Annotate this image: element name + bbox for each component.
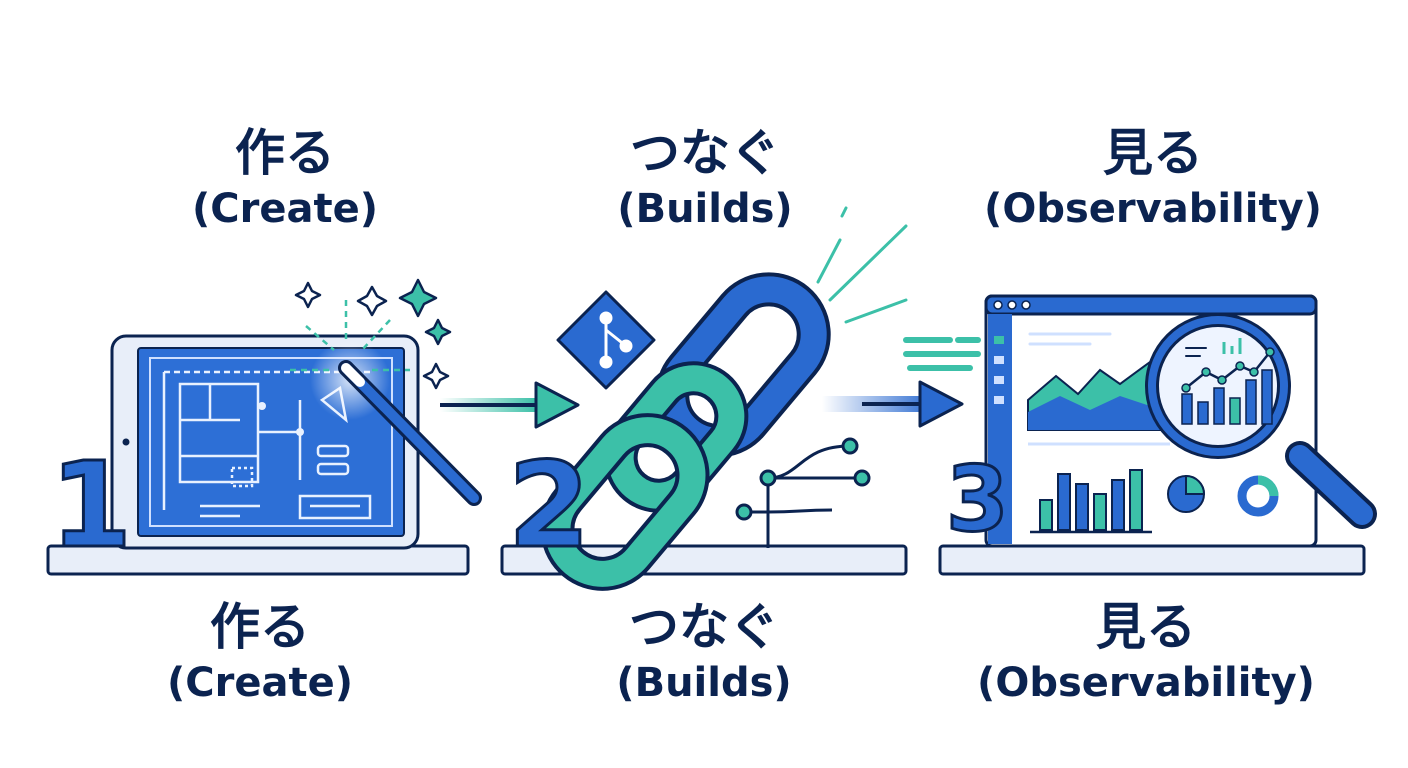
step-3-number-text: 3 [946, 447, 1009, 552]
step-2-bottom-title-en: (Builds) [616, 660, 792, 706]
step-3-bottom-title-en: (Observability) [977, 660, 1315, 706]
pipeline-graph [735, 437, 871, 548]
magnifier-icon [1145, 313, 1377, 529]
step-2-title-en: (Builds) [617, 186, 793, 232]
arrow-1-to-2 [440, 381, 580, 429]
step-3-bottom-caption: 見る (Observability) [976, 596, 1316, 708]
step-2-bottom-title-jp: つなぐ [629, 598, 779, 656]
step-3-bottom-title-jp: 見る [1096, 598, 1196, 656]
step-1-bottom-title-jp: 作る [210, 598, 310, 656]
sparkle-icons [294, 278, 452, 390]
step-1-bottom-caption: 作る (Create) [90, 596, 430, 708]
step-2-top-caption: つなぐ (Builds) [535, 122, 875, 234]
step-2-number-text: 2 [508, 436, 590, 574]
step-2-group: 2 [500, 206, 908, 591]
step-1-group: 1 [46, 278, 482, 576]
step-2-title-jp: つなぐ [630, 124, 780, 182]
speed-lines [903, 337, 981, 371]
step-3-top-caption: 見る (Observability) [983, 122, 1323, 234]
step-3-title-jp: 見る [1103, 124, 1203, 182]
git-icon [556, 290, 656, 390]
chain-link-icon [540, 272, 831, 591]
step-1-number: 1 [49, 435, 134, 576]
step-1-top-caption: 作る (Create) [115, 122, 455, 234]
arrow-2-to-3 [822, 380, 964, 428]
stylus-icon [338, 360, 482, 506]
step-1-title-en: (Create) [191, 186, 378, 232]
step-3-group: 3 [903, 294, 1377, 576]
step-1-title-jp: 作る [235, 124, 335, 182]
step-1-bottom-title-en: (Create) [166, 660, 353, 706]
tablet-icon [110, 334, 420, 550]
step-2-bottom-caption: つなぐ (Builds) [534, 596, 874, 708]
step-1-number-text: 1 [50, 436, 132, 574]
sparkle-rays [290, 300, 410, 372]
burst-lines [816, 206, 908, 324]
step-3-title-en: (Observability) [984, 186, 1322, 232]
